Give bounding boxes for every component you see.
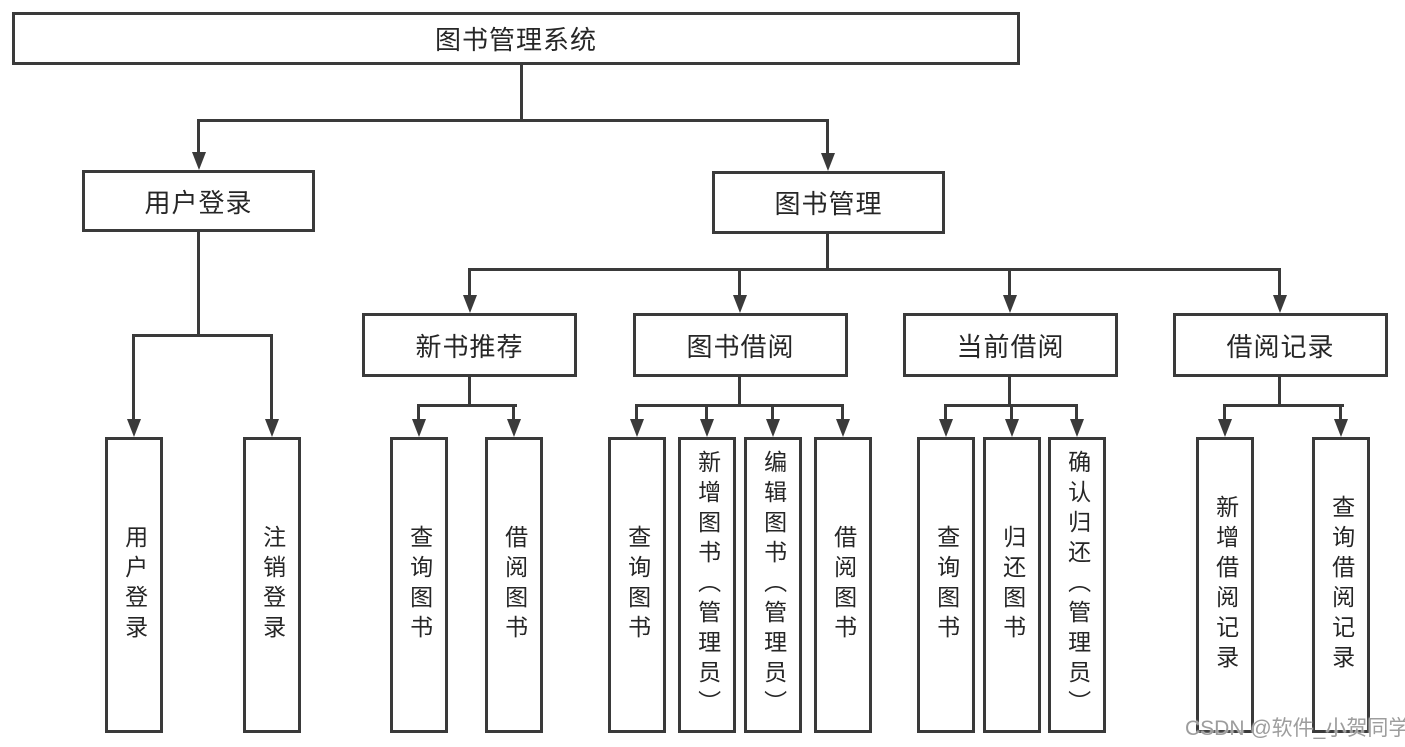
connector-line bbox=[270, 334, 273, 420]
node-library-system: 图书管理系统 bbox=[12, 12, 1020, 65]
arrowhead-icon bbox=[821, 153, 835, 171]
connector-line bbox=[197, 232, 200, 336]
node-label: 当前借阅 bbox=[956, 331, 1065, 362]
arrowhead-icon bbox=[1003, 295, 1017, 313]
arrowhead-icon bbox=[265, 419, 279, 437]
leaf-label: 新增图书（管理员） bbox=[694, 450, 721, 720]
leaf-label: 新增借阅记录 bbox=[1212, 495, 1239, 675]
node-book-borrowing: 图书借阅 bbox=[633, 313, 848, 377]
node-book-management: 图书管理 bbox=[712, 171, 945, 234]
arrowhead-icon bbox=[1005, 419, 1019, 437]
connector-line bbox=[826, 234, 829, 270]
connector-line bbox=[132, 334, 135, 420]
connector-line bbox=[468, 268, 1281, 271]
connector-line bbox=[635, 404, 844, 407]
leaf-label: 查询图书 bbox=[406, 525, 433, 645]
leaf-label: 确认归还（管理员） bbox=[1064, 450, 1091, 720]
connector-line bbox=[738, 268, 741, 296]
connector-line bbox=[1008, 268, 1011, 296]
arrowhead-icon bbox=[630, 419, 644, 437]
node-new-book-recommendation: 新书推荐 bbox=[362, 313, 577, 377]
connector-line bbox=[1223, 404, 1344, 407]
arrowhead-icon bbox=[412, 419, 426, 437]
leaf-query-books-recommendation: 查询图书 bbox=[390, 437, 448, 733]
connector-line bbox=[1223, 404, 1226, 420]
connector-line bbox=[944, 404, 947, 420]
connector-line bbox=[738, 377, 741, 407]
leaf-label: 编辑图书（管理员） bbox=[760, 450, 787, 720]
connector-line bbox=[417, 404, 420, 420]
connector-line bbox=[512, 404, 515, 420]
leaf-add-book-admin: 新增图书（管理员） bbox=[678, 437, 736, 733]
connector-line bbox=[771, 404, 774, 420]
leaf-query-books-borrowing: 查询图书 bbox=[608, 437, 666, 733]
connector-line bbox=[1278, 268, 1281, 296]
arrowhead-icon bbox=[733, 295, 747, 313]
connector-line bbox=[705, 404, 708, 420]
connector-line bbox=[1008, 377, 1011, 407]
leaf-label: 用户登录 bbox=[121, 525, 148, 645]
connector-line bbox=[417, 404, 517, 407]
connector-line bbox=[635, 404, 638, 420]
connector-line bbox=[1339, 404, 1342, 420]
arrowhead-icon bbox=[463, 295, 477, 313]
leaf-logout-login: 注销登录 bbox=[243, 437, 301, 733]
connector-line bbox=[132, 334, 273, 337]
leaf-confirm-return-admin: 确认归还（管理员） bbox=[1048, 437, 1106, 733]
leaf-return-book: 归还图书 bbox=[983, 437, 1041, 733]
connector-line bbox=[841, 404, 844, 420]
arrowhead-icon bbox=[1070, 419, 1084, 437]
node-label: 图书借阅 bbox=[686, 331, 795, 362]
connector-line bbox=[520, 65, 523, 122]
node-label: 用户登录 bbox=[144, 187, 253, 218]
leaf-label: 注销登录 bbox=[259, 525, 286, 645]
leaf-label: 借阅图书 bbox=[501, 525, 528, 645]
leaf-query-borrow-record: 查询借阅记录 bbox=[1312, 437, 1370, 733]
leaf-query-books-current: 查询图书 bbox=[917, 437, 975, 733]
leaf-edit-book-admin: 编辑图书（管理员） bbox=[744, 437, 802, 733]
leaf-add-borrow-record: 新增借阅记录 bbox=[1196, 437, 1254, 733]
connector-line bbox=[826, 119, 829, 154]
node-borrowing-records: 借阅记录 bbox=[1173, 313, 1388, 377]
arrowhead-icon bbox=[836, 419, 850, 437]
connector-line bbox=[1010, 404, 1013, 420]
arrowhead-icon bbox=[127, 419, 141, 437]
arrowhead-icon bbox=[1334, 419, 1348, 437]
arrowhead-icon bbox=[766, 419, 780, 437]
node-label: 借阅记录 bbox=[1226, 331, 1335, 362]
node-label: 图书管理系统 bbox=[434, 25, 597, 55]
leaf-label: 借阅图书 bbox=[830, 525, 857, 645]
csdn-watermark: CSDN @软件_小贺同学 bbox=[1185, 717, 1405, 740]
leaf-user-login: 用户登录 bbox=[105, 437, 163, 733]
leaf-label: 查询图书 bbox=[624, 525, 651, 645]
node-current-borrowing: 当前借阅 bbox=[903, 313, 1118, 377]
arrowhead-icon bbox=[192, 152, 206, 170]
leaf-borrow-books-borrowing: 借阅图书 bbox=[814, 437, 872, 733]
leaf-label: 归还图书 bbox=[999, 525, 1026, 645]
arrowhead-icon bbox=[700, 419, 714, 437]
connector-line bbox=[197, 119, 200, 153]
arrowhead-icon bbox=[1273, 295, 1287, 313]
connector-line bbox=[1278, 377, 1281, 407]
connector-line bbox=[468, 268, 471, 296]
node-label: 新书推荐 bbox=[415, 331, 524, 362]
connector-line bbox=[1075, 404, 1078, 420]
node-label: 图书管理 bbox=[774, 189, 883, 219]
arrowhead-icon bbox=[939, 419, 953, 437]
leaf-label: 查询图书 bbox=[933, 525, 960, 645]
connector-line bbox=[468, 377, 471, 407]
connector-line bbox=[197, 119, 829, 122]
leaf-label: 查询借阅记录 bbox=[1328, 495, 1355, 675]
node-user-login: 用户登录 bbox=[82, 170, 315, 232]
arrowhead-icon bbox=[1218, 419, 1232, 437]
leaf-borrow-books-recommendation: 借阅图书 bbox=[485, 437, 543, 733]
arrowhead-icon bbox=[507, 419, 521, 437]
